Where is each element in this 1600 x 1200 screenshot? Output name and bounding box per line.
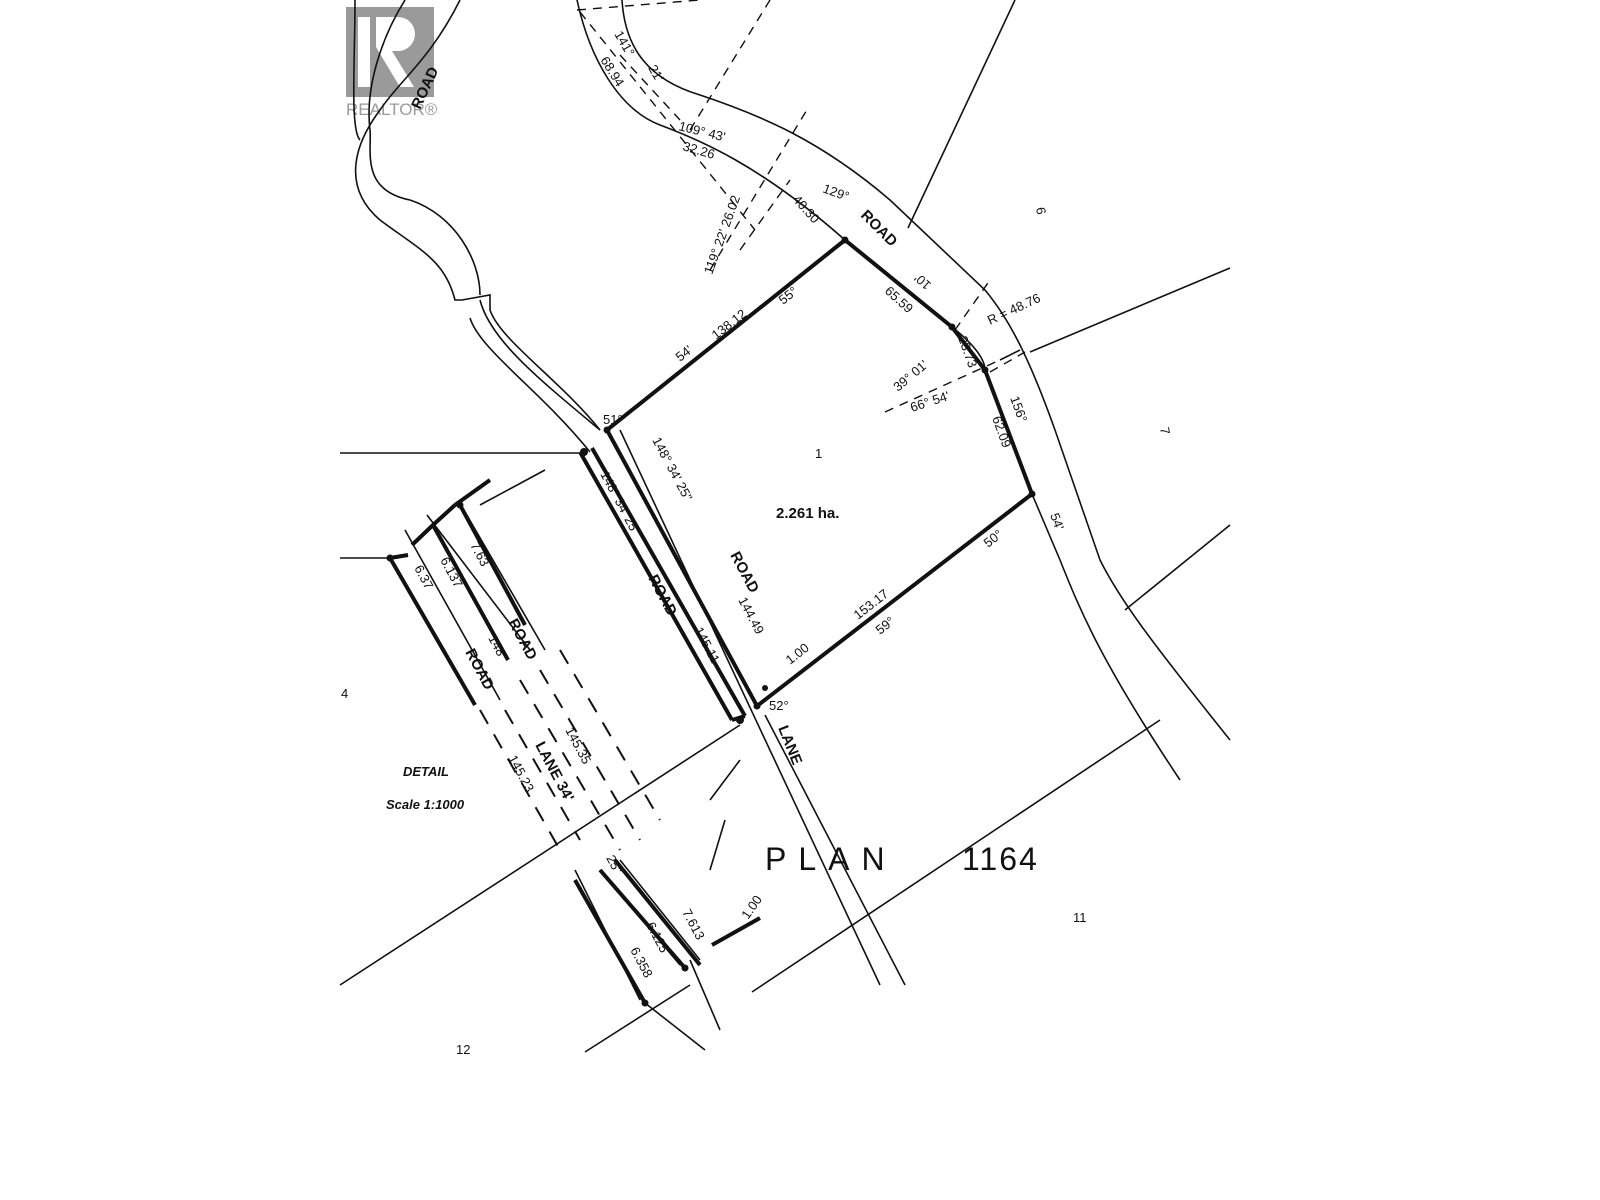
road-ne-label: ROAD xyxy=(857,207,900,250)
dim-21: 21' xyxy=(645,62,666,84)
realtor-logo: REALTOR® xyxy=(346,7,438,119)
dim-13812: 138.12 xyxy=(709,306,750,342)
road-ne-lines xyxy=(576,0,1231,781)
dim-129: 129° xyxy=(821,181,851,204)
dim-59: 59° xyxy=(873,613,898,637)
dim-3901: 39° 01' xyxy=(890,357,930,394)
dim-14449: 144.49 xyxy=(735,594,767,636)
dim-100: 1.00 xyxy=(783,640,812,667)
dim-119: 119° 22' 26.02 xyxy=(701,193,743,276)
dim-7613: 7.613 xyxy=(679,906,708,942)
road-strip xyxy=(340,429,906,986)
detail-drawing xyxy=(386,469,761,1051)
dim-141: 141° xyxy=(611,28,637,59)
road-w1-label: ROAD xyxy=(726,549,762,596)
lot-7-label: 7 xyxy=(1157,426,1173,436)
lot-11-label: 11 xyxy=(1073,910,1087,925)
detail-scale: Scale 1:1000 xyxy=(386,797,465,812)
parcel-1-boundary xyxy=(603,236,1036,710)
dim-763: 7.63 xyxy=(467,539,492,568)
lot-6-label: 6 xyxy=(1033,206,1049,216)
lot-area: 2.261 ha. xyxy=(776,505,839,522)
lot-4-label: 4 xyxy=(341,686,348,701)
dim-100b: 1.00 xyxy=(738,892,765,921)
dim-54b: 54' xyxy=(1047,511,1067,532)
plan-number: 1164 xyxy=(962,841,1039,877)
dim-55: 55° xyxy=(776,283,801,307)
dim-2373: 23.73 xyxy=(955,334,980,370)
dim-25: 25" xyxy=(603,852,625,876)
lot-12-label: 12 xyxy=(456,1042,470,1057)
detail-title: DETAIL xyxy=(403,764,449,779)
dim-10: 10' xyxy=(911,270,934,292)
dim-52: 52° xyxy=(769,698,789,713)
dim-6358: 6.358 xyxy=(627,944,656,980)
dim-4030: 40.30 xyxy=(790,192,823,226)
dim-6209: 62.09 xyxy=(989,414,1014,450)
dim-156: 156° xyxy=(1007,394,1030,424)
dim-3226: 32.26 xyxy=(681,138,716,161)
radius-label: R = 48.76 xyxy=(985,290,1043,328)
lot-lines xyxy=(339,0,1231,1053)
lane-label: LANE xyxy=(774,723,805,767)
dim-6559: 65.59 xyxy=(882,283,916,316)
dim-14523: 145.23 xyxy=(505,752,537,794)
plan-title: PLAN xyxy=(765,841,897,877)
bearing-east: 148° 34' 25" xyxy=(649,434,695,503)
plan-label: PLAN 1164 xyxy=(765,841,1039,877)
dim-51: 51° xyxy=(603,412,623,427)
road-nw-lines xyxy=(352,0,601,453)
dim-637: 6.37 xyxy=(411,562,436,591)
lot-number: 1 xyxy=(815,446,822,461)
detail-road2-label: ROAD xyxy=(461,646,497,693)
